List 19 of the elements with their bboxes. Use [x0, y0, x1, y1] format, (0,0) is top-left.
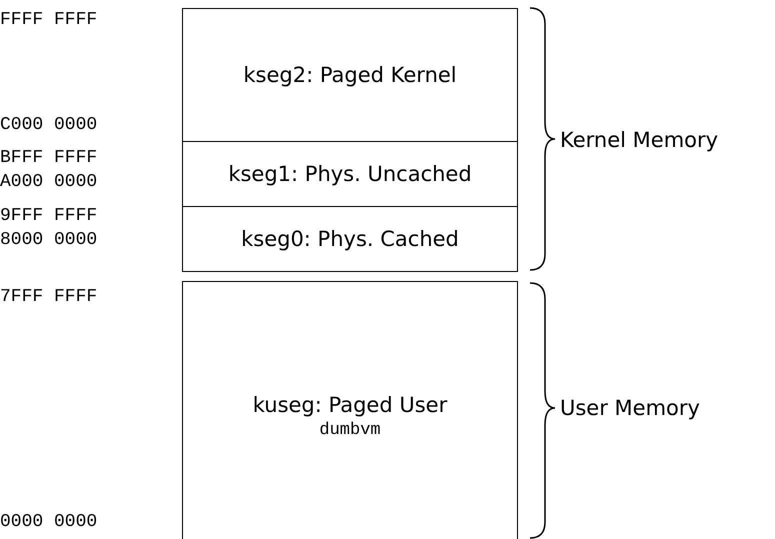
region-label: Kernel Memory — [560, 128, 718, 152]
region-label: User Memory — [560, 396, 700, 420]
address-label: C000 0000 — [0, 115, 98, 135]
memory-segment — [182, 206, 518, 272]
address-label: 0000 0000 — [0, 512, 98, 532]
segment-label: kseg0: Phys. Cached — [241, 227, 459, 251]
address-label: 8000 0000 — [0, 230, 98, 250]
address-label: BFFF FFFF — [0, 148, 98, 168]
address-label: FFFF FFFF — [0, 10, 98, 30]
address-label: 7FFF FFFF — [0, 287, 98, 307]
segment-label: kseg1: Phys. Uncached — [228, 162, 472, 186]
segment-note: dumbvm — [319, 421, 381, 440]
address-label: 9FFF FFFF — [0, 206, 98, 226]
memory-segment — [182, 141, 518, 207]
segment-label: kseg2: Paged Kernel — [243, 63, 457, 87]
memory-segment — [182, 8, 518, 142]
address-label: A000 0000 — [0, 172, 98, 192]
segment-label: kuseg: Paged User — [252, 393, 448, 417]
memory-segment — [182, 281, 518, 539]
